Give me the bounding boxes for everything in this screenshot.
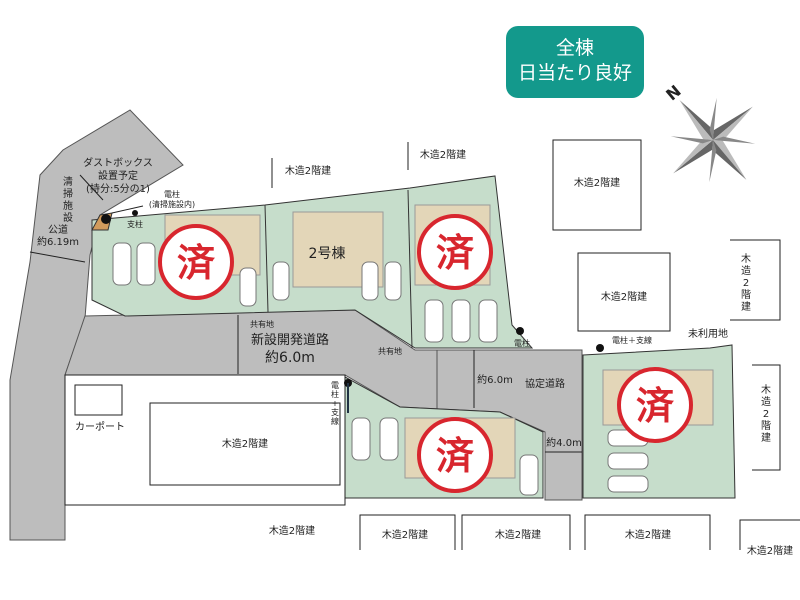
neighbor-house: 木 [741, 253, 751, 265]
neighbor-house: 木造2階建 [574, 176, 620, 189]
neighbor-house: 木造2階建 [269, 524, 315, 537]
neighbor-house: 木 [761, 384, 771, 396]
compass-icon: N [662, 81, 756, 183]
cleaning-facility-label: 設 [63, 211, 73, 224]
pole-support-label: 電 [331, 381, 339, 390]
public-road-width: 約6.19m [37, 235, 79, 248]
pole-support-label: 線 [331, 416, 339, 426]
neighbor-house: 造 [741, 264, 751, 277]
dust-box-label: (持分:5分の1) [86, 182, 150, 195]
pole-support-label: + [332, 399, 339, 408]
pole-support-label: 支 [331, 407, 339, 417]
parking-cars [112, 242, 649, 496]
support-pole-label: 支柱 [127, 219, 143, 229]
neighbor-house: 2 [743, 278, 749, 289]
agreement-road-label: 協定道路 [525, 377, 565, 390]
dimension-lines [29, 174, 582, 453]
building-2-label: 2号棟 [309, 246, 346, 262]
pole-support-label: 柱 [331, 389, 339, 399]
neighbor-house: 階 [761, 420, 771, 432]
cleaning-facility-label: 施 [63, 199, 73, 212]
public-road-label: 公道 [48, 223, 68, 236]
cleaning-facility-label: 清 [63, 175, 73, 188]
neighbor-house: 木造2階建 [420, 148, 466, 161]
sold-mark-5: 済 [636, 384, 675, 428]
pole-right-lot [596, 344, 604, 352]
neighbor-house: 木造2階建 [495, 528, 541, 541]
pole-label: 電柱 [514, 338, 530, 348]
badge-line-2: 日当たり良好 [517, 62, 632, 84]
neighbor-house: 木造2階建 [625, 528, 671, 541]
shared-land-label: 共有地 [378, 346, 402, 356]
cleaning-facility-label: 掃 [63, 187, 73, 200]
neighbor-house: 造 [761, 395, 771, 408]
sold-mark-4: 済 [436, 434, 475, 478]
new-road-label: 新設開発道路 [251, 332, 329, 348]
badge-line-1: 全棟 [555, 37, 594, 59]
sold-marks [158, 214, 693, 493]
new-road-width: 約6.0m [265, 350, 315, 366]
dust-box-label: ダストボックス [83, 156, 153, 169]
neighbor-buildings [64, 139, 800, 550]
unused-land-label: 未利用地 [688, 327, 728, 340]
dust-box-label: 設置予定 [98, 169, 138, 182]
sold-mark-3: 済 [436, 231, 475, 275]
neighbor-house: 木造2階建 [747, 544, 793, 557]
agreement-road-width: 約6.0m [477, 373, 513, 386]
pole-cleaning [101, 214, 111, 224]
pole-right [516, 327, 524, 335]
neighbor-house: 木造2階建 [601, 290, 647, 303]
neighbor-house: 建 [741, 300, 751, 313]
sunlight-badge: 全棟 日当たり良好 [506, 26, 644, 98]
neighbor-house: 木造2階建 [285, 164, 331, 177]
pole-support-label: 電柱＋支線 [612, 335, 652, 345]
sold-mark-1: 済 [177, 241, 216, 285]
pole-label: (清掃施設内) [149, 199, 195, 209]
pole-label: 電柱 [164, 189, 180, 199]
neighbor-house: 2 [763, 409, 769, 420]
neighbor-house: 木造2階建 [382, 528, 428, 541]
neighbor-house: 建 [761, 431, 771, 444]
compass-north-label: N [662, 81, 684, 104]
shared-land-label: 共有地 [250, 319, 274, 329]
neighbor-house: 階 [741, 289, 751, 301]
road-width-4: 約4.0m [546, 436, 582, 449]
neighbor-house: 木造2階建 [222, 437, 268, 450]
support-pole [132, 210, 138, 216]
carport-label: カーポート [75, 421, 125, 433]
